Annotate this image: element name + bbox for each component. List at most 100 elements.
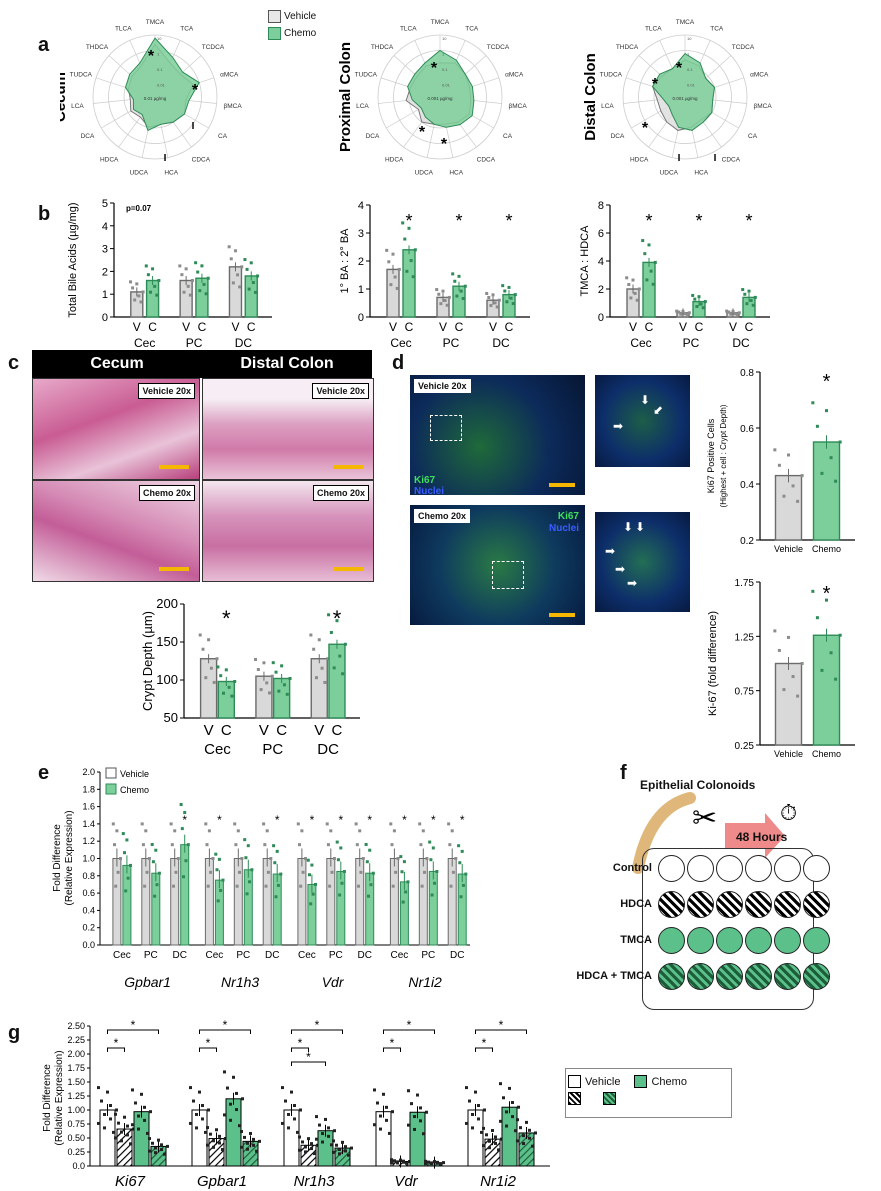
- data-point: [796, 499, 800, 503]
- data-point: [212, 680, 216, 684]
- data-point: [332, 1150, 335, 1154]
- subgroup-label: DC: [450, 950, 464, 961]
- data-point: [137, 294, 141, 298]
- data-point: [342, 869, 346, 873]
- y-axis-label: Ki-67 (fold difference): [707, 611, 719, 716]
- data-point: [697, 295, 701, 299]
- data-point: [186, 843, 190, 847]
- data-point: [367, 894, 371, 898]
- radar-title: Cecum: [60, 72, 69, 122]
- y-tick-label: 0: [358, 312, 364, 324]
- significance-marker: I: [714, 153, 717, 164]
- data-point: [407, 1089, 410, 1093]
- significance-star: *: [645, 211, 652, 231]
- data-point: [402, 1159, 405, 1163]
- data-point: [217, 857, 221, 861]
- y-axis-label: Fold Difference: [42, 1064, 53, 1132]
- well: [803, 926, 830, 954]
- x-tick-label: C: [247, 320, 256, 334]
- data-point: [439, 1162, 442, 1166]
- radar-axis-label: HCA: [694, 169, 708, 176]
- plate-row: HDCA + TMCA: [540, 958, 832, 994]
- subgroup-label: PC: [329, 950, 343, 961]
- y-tick-label: 1.2: [82, 836, 95, 846]
- radar-axis-label: THDCA: [86, 44, 109, 51]
- data-point: [423, 870, 427, 874]
- data-point: [820, 471, 824, 475]
- data-point: [413, 248, 417, 252]
- x-tick-label: C: [276, 722, 287, 739]
- vehicle-swatch: [105, 767, 117, 779]
- data-point: [407, 226, 411, 230]
- arrow-icon: ➡: [613, 419, 624, 433]
- data-point: [201, 1117, 204, 1121]
- data-point: [834, 479, 838, 483]
- data-point: [206, 1126, 209, 1130]
- radar-center-label: 0.01 µg/mg: [144, 96, 167, 101]
- data-point: [343, 642, 347, 646]
- group-label: DC: [235, 336, 253, 350]
- y-tick-label: 8: [598, 200, 604, 212]
- data-point: [390, 1158, 393, 1162]
- data-point: [354, 822, 358, 826]
- significance-bracket: [291, 1061, 326, 1066]
- significance-star: *: [114, 1036, 119, 1050]
- data-point: [379, 1114, 382, 1118]
- data-point: [206, 1143, 209, 1147]
- data-point: [741, 288, 745, 292]
- data-point: [328, 884, 332, 888]
- y-tick-label: 50: [164, 710, 178, 725]
- data-point: [503, 289, 507, 293]
- data-point: [209, 1132, 212, 1136]
- data-point: [695, 305, 699, 309]
- subgroup-label: PC: [236, 950, 250, 961]
- data-point: [327, 1126, 330, 1130]
- panel-letter-g: g: [8, 1022, 21, 1044]
- histo-label-distal-vehicle: Vehicle 20x: [312, 383, 369, 399]
- data-point: [262, 822, 266, 826]
- data-point: [777, 463, 781, 467]
- radar-axis-label: LCA: [601, 103, 614, 110]
- data-point: [420, 884, 424, 888]
- data-point: [330, 870, 334, 874]
- data-point: [231, 281, 235, 285]
- well: [687, 890, 714, 918]
- data-point: [273, 861, 277, 865]
- data-point: [310, 1142, 313, 1146]
- radar-axis-label: TCA: [710, 26, 724, 33]
- radar-axis-label: TMCA: [431, 19, 450, 26]
- data-point: [235, 884, 239, 888]
- data-point: [344, 1145, 347, 1149]
- data-point: [280, 664, 284, 668]
- data-point: [297, 843, 301, 847]
- x-tick-label: C: [645, 320, 654, 334]
- data-point: [405, 269, 409, 273]
- data-point: [97, 1086, 100, 1090]
- data-point: [296, 822, 300, 826]
- bar: [191, 1109, 208, 1167]
- radar-ring-label: 0.01: [687, 83, 696, 88]
- y-tick-label: 6: [598, 228, 604, 240]
- data-point: [290, 1090, 293, 1094]
- data-point: [516, 1118, 519, 1122]
- well: [803, 890, 830, 918]
- data-point: [838, 440, 842, 444]
- data-point: [493, 301, 497, 305]
- radar-axis-label: αMCA: [505, 72, 524, 79]
- radar-axis-label: HCA: [164, 169, 178, 176]
- y-tick-label: 0.4: [740, 480, 754, 491]
- data-point: [332, 857, 336, 860]
- panel-letter-f: f: [620, 762, 627, 784]
- well: [687, 926, 714, 954]
- scale-bar: [159, 567, 189, 571]
- radar-center-label: 0.001 µg/mg: [427, 96, 453, 101]
- data-point: [820, 668, 824, 672]
- data-point: [140, 822, 144, 826]
- histology-header-distal: Distal Colon: [240, 355, 334, 372]
- data-point: [451, 870, 455, 874]
- significance-star: *: [182, 813, 187, 827]
- y-tick-label: 1.00: [67, 1105, 85, 1115]
- plate-row: TMCA: [540, 922, 832, 958]
- data-point: [365, 860, 369, 864]
- data-point: [454, 857, 458, 860]
